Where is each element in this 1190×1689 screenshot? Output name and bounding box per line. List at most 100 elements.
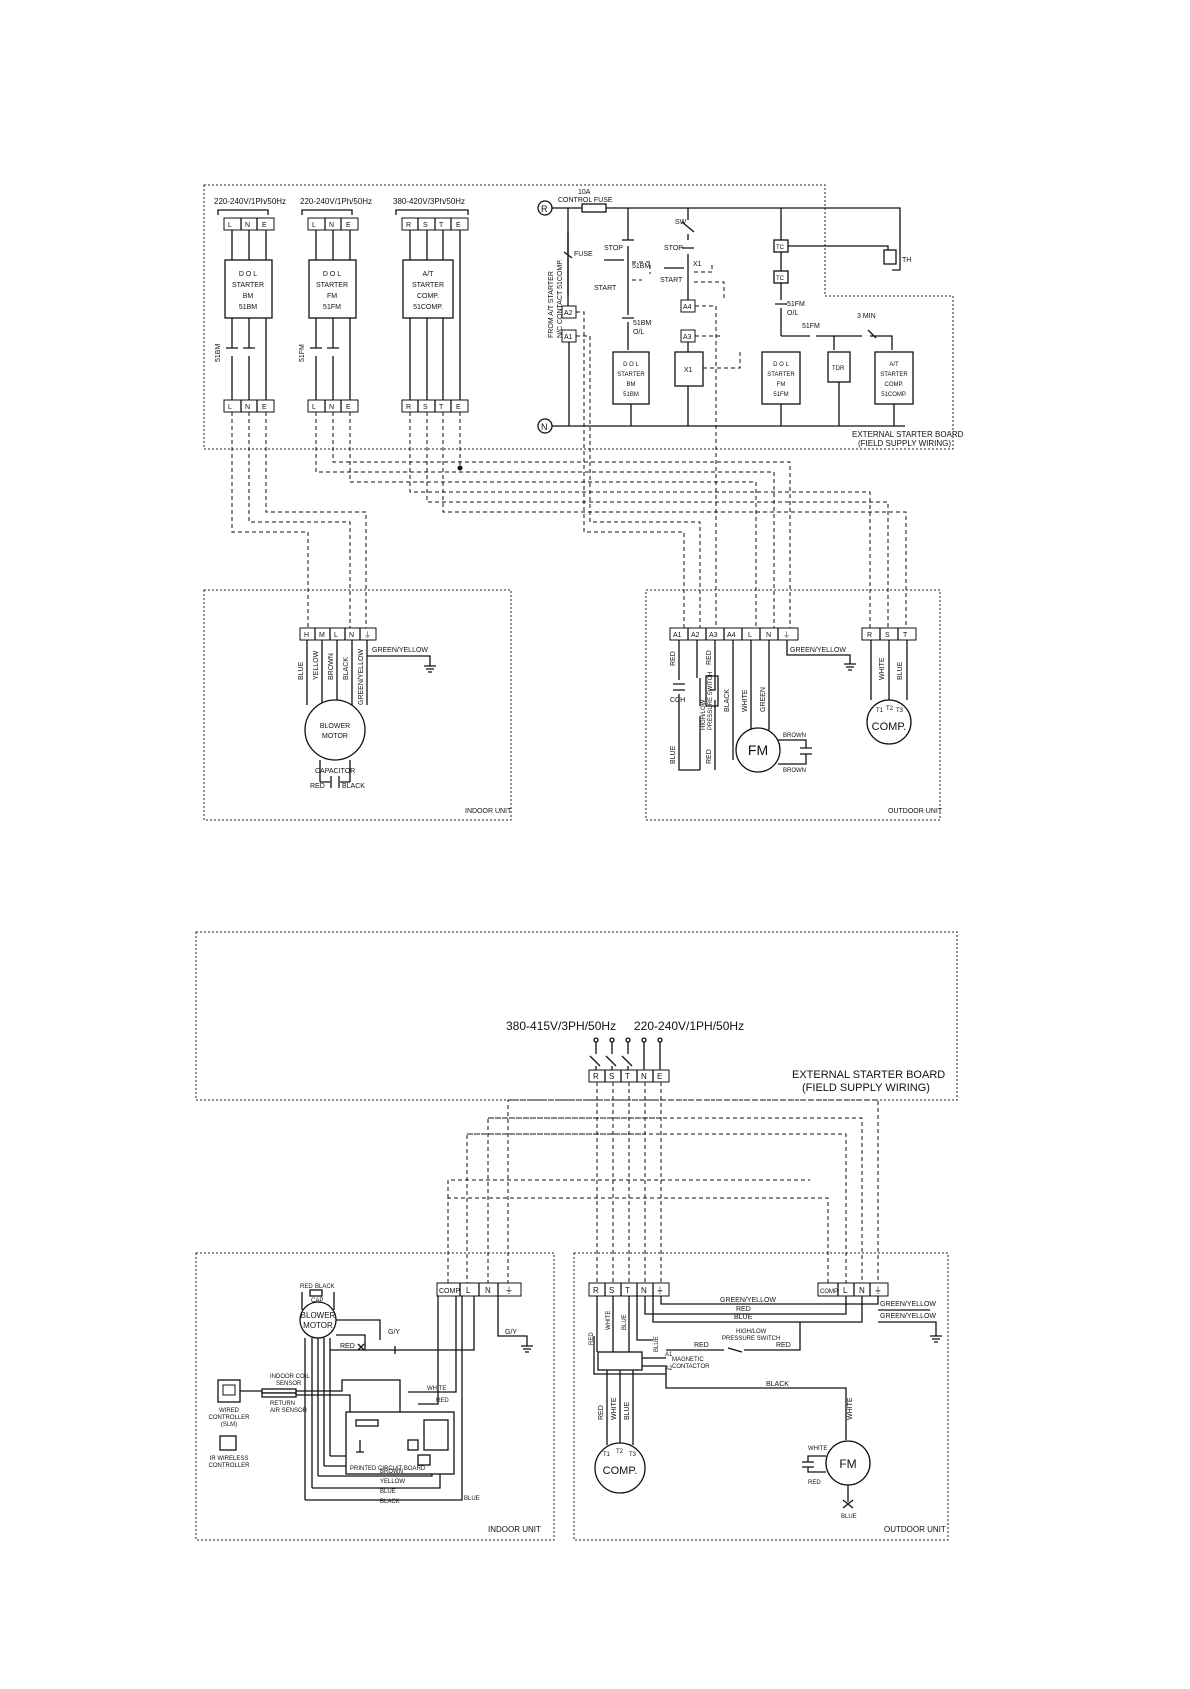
tdr-label: TDR <box>832 366 845 372</box>
w-blue: BLUE <box>380 1489 396 1495</box>
bi-red2: RED <box>340 1343 355 1350</box>
top-diagram: 220-240V/1Ph/50Hz 220-240V/1Ph/50Hz 380-… <box>203 184 964 821</box>
bm-term-n: N <box>245 222 250 229</box>
supply-3ph-label: 380-415V/3PH/50Hz <box>506 1019 616 1033</box>
node <box>593 1037 599 1043</box>
supply-breakers <box>589 1042 661 1070</box>
bi-white: WHITE <box>427 1386 446 1392</box>
fw-bm-e <box>265 412 367 628</box>
motor-leads <box>312 1455 441 1489</box>
bottom-outdoor-unit-border <box>573 1252 949 1541</box>
esb-label-1: EXTERNAL STARTER BOARD <box>852 430 964 439</box>
bo-red-wire <box>644 1296 847 1315</box>
indoor-capacitor <box>309 1289 323 1297</box>
sensor-wires <box>240 1379 401 1432</box>
bo2-term-comp: COMP <box>820 1289 838 1295</box>
top-indoor-unit-border <box>203 589 512 821</box>
bm-contact-label: 51BM <box>215 344 222 362</box>
ir-wireless-controller <box>219 1435 237 1451</box>
comp-wires <box>870 640 908 700</box>
control-fuse-label: CONTROL FUSE <box>558 197 613 204</box>
supply-label-comp: 380-420V/3Ph/50Hz <box>393 197 465 206</box>
outdoor-term-a4: A4 <box>727 632 736 639</box>
fm-contact-label: 51FM <box>299 344 306 362</box>
fw-bm-l <box>231 412 309 628</box>
supply-label-bm: 220-240V/1Ph/50Hz <box>214 197 286 206</box>
fw-comp-t <box>442 412 907 628</box>
fm-bterm-e: E <box>346 404 351 411</box>
board-term-n: N <box>641 1072 647 1081</box>
fm-term-l: L <box>312 222 316 229</box>
bo-fm-blue-lead <box>842 1485 854 1509</box>
bm-starter-l4: 51BM <box>239 304 257 311</box>
bi-gy2: G/Y <box>505 1329 517 1336</box>
bi-cap: CAP <box>311 1298 323 1304</box>
x1-contact-label: X1 <box>693 261 702 268</box>
fm-capacitor <box>778 739 812 765</box>
fw-outdoor-n <box>488 1117 863 1283</box>
control-circuit: R N 10A CONTROL FUSE FUSE A2 A1 FROM A/T… <box>537 189 964 448</box>
fm-dol-starter <box>308 259 357 319</box>
pcb-chip <box>407 1439 419 1451</box>
node <box>609 1037 615 1043</box>
bm-holding-contact <box>632 261 651 281</box>
bo-red3: RED <box>776 1342 791 1349</box>
bo-blue1: BLUE <box>734 1314 753 1321</box>
fuse-label: FUSE <box>574 251 593 258</box>
outdoor-terminal-strip <box>669 627 799 641</box>
bm-starter-l3: BM <box>243 293 254 300</box>
ctl-bm-l3: BM <box>627 382 636 388</box>
coil-l1: INDOOR COIL <box>270 1374 310 1380</box>
bo2-term-earth: ⏚ <box>874 1286 882 1295</box>
pcb-label: PRINTED CIRCUIT BOARD <box>350 1466 426 1472</box>
x1-holding-contact <box>694 262 725 300</box>
bottom-diagram: 380-415V/3PH/50Hz 220-240V/1PH/50Hz R S … <box>195 931 958 1541</box>
bottom-compressor <box>594 1442 646 1494</box>
bm-column: L N E D O L STARTER BM 51BM 51BM L N E <box>215 217 275 413</box>
node <box>625 1037 631 1043</box>
comp-term-t: T <box>439 222 444 229</box>
indoor-wire-brown: BROWN <box>328 653 335 680</box>
bm-term-l: L <box>228 222 232 229</box>
blue-return <box>305 1296 463 1501</box>
magnetic-contactor-block <box>597 1351 643 1371</box>
ctl-comp-l2: STARTER <box>880 372 908 378</box>
bo2-term-n: N <box>859 1286 865 1295</box>
comp-starter-l4: 51COMP. <box>413 304 443 311</box>
ret-l2: AIR SENSOR <box>270 1408 308 1414</box>
outdoor-term-a2: A2 <box>691 632 700 639</box>
fw-outdoor-e <box>508 1099 879 1283</box>
fw-a2 <box>576 311 685 628</box>
indoor-term-n: N <box>349 632 354 639</box>
c51fm-label: 51FM <box>802 323 820 330</box>
control-fm-starter <box>761 351 801 405</box>
top-starter-panel-border <box>203 184 954 450</box>
bottom-outdoor-label: OUTDOOR UNIT <box>884 1525 946 1534</box>
ctl-fm-l4: 51FM <box>773 392 788 398</box>
bo-comp-blue: BLUE <box>624 1401 631 1420</box>
w-blue2: BLUE <box>464 1496 480 1502</box>
bottom-indoor-unit-border <box>195 1252 555 1541</box>
bi-black: BLACK <box>315 1284 335 1290</box>
bo-black: BLACK <box>766 1381 789 1388</box>
ol-fm-1: 51FM <box>787 301 805 308</box>
indoor-term-m: M <box>319 632 325 639</box>
bm-starter-l2: STARTER <box>232 282 264 289</box>
comp-t1: T1 <box>876 708 884 714</box>
top-indoor-label: INDOOR UNIT <box>465 808 512 815</box>
ow-blue: BLUE <box>670 745 677 764</box>
outdoor-term-t: T <box>903 632 908 639</box>
ctl-comp-l3: COMP. <box>885 382 904 388</box>
thermostat-label: TH <box>902 257 911 264</box>
wired-controller-screen <box>222 1384 236 1396</box>
mc-2: CONTACTOR <box>672 1364 710 1370</box>
outdoor-wires <box>673 640 856 771</box>
mc-a2: A2 <box>665 1366 673 1372</box>
bo-t1: T1 <box>603 1452 611 1458</box>
indoor-term-earth: ⏚ <box>364 631 371 639</box>
wired-l2: CONTROLLER <box>208 1415 250 1421</box>
fw-fm-l <box>315 412 775 628</box>
node <box>641 1037 647 1043</box>
compressor <box>866 699 912 745</box>
